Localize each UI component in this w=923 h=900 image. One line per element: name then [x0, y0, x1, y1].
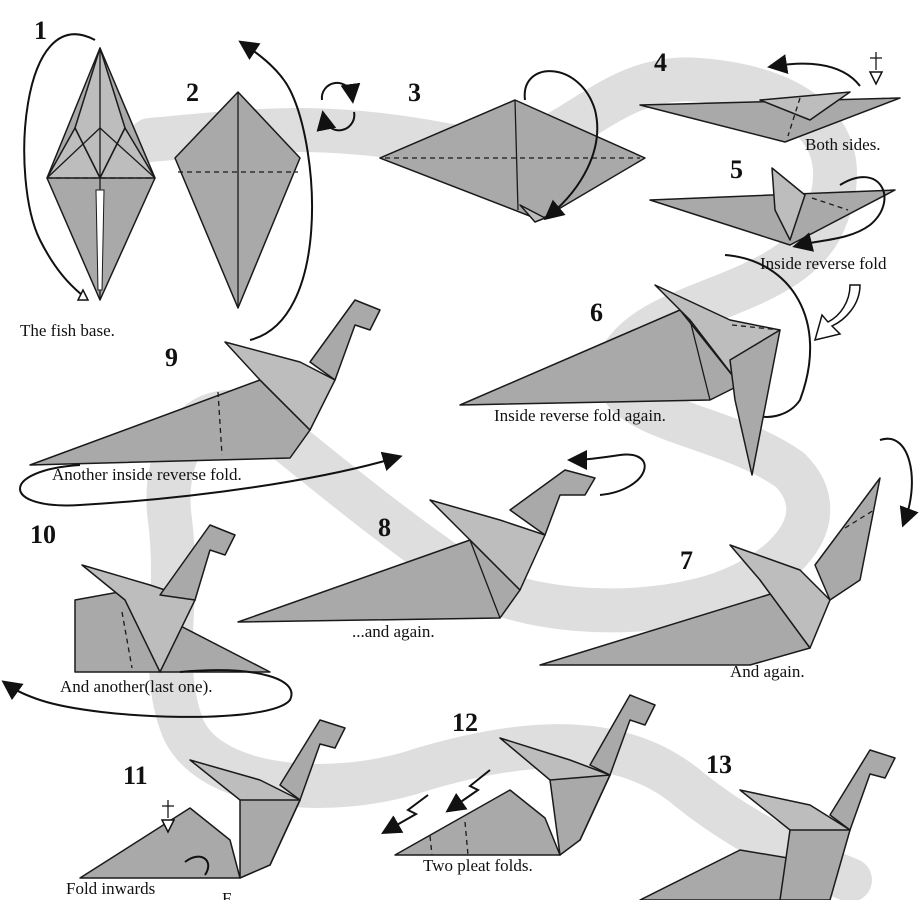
step-1-number: 1 — [34, 16, 47, 45]
step-12-caption: Two pleat folds. — [423, 856, 533, 875]
step-3-number: 3 — [408, 78, 421, 107]
step-4-caption: Both sides. — [805, 135, 881, 154]
flow-ribbon — [128, 57, 872, 900]
step-9-number: 9 — [165, 343, 178, 372]
step-11-caption: Fold inwards — [66, 879, 156, 898]
footer-text: F — [222, 889, 232, 900]
step-10-caption: And another(last one). — [60, 677, 213, 696]
step-4-number: 4 — [654, 48, 667, 77]
step-4-figure — [639, 52, 901, 143]
step-8-caption: ...and again. — [352, 622, 435, 641]
step-7-number: 7 — [680, 546, 693, 575]
step-3-figure — [379, 70, 646, 223]
step-8-figure — [237, 449, 646, 623]
step-2-number: 2 — [186, 78, 199, 107]
step-9-caption: Another inside reverse fold. — [52, 465, 242, 484]
step-9-figure — [19, 299, 403, 507]
step-10-number: 10 — [30, 520, 56, 549]
step-2-figure — [174, 40, 361, 341]
step-7-figure — [539, 437, 919, 666]
step-12-figure — [381, 694, 656, 856]
step-11-figure — [79, 719, 346, 879]
step-11-number: 11 — [123, 761, 148, 790]
step-6-figure — [459, 284, 781, 476]
step-10-figure — [1, 524, 293, 718]
step-5-caption: Inside reverse fold — [760, 254, 887, 273]
step-1-caption: The fish base. — [20, 321, 115, 340]
step-12-number: 12 — [452, 708, 478, 737]
step-8-number: 8 — [378, 513, 391, 542]
step-1-figure — [23, 33, 156, 301]
step-6-caption: Inside reverse fold again. — [494, 406, 666, 425]
step-5-number: 5 — [730, 155, 743, 184]
step-13-number: 13 — [706, 750, 732, 779]
step-5-figure — [649, 167, 896, 418]
step-6-number: 6 — [590, 298, 603, 327]
step-13-figure — [639, 749, 896, 900]
step-7-caption: And again. — [730, 662, 805, 681]
